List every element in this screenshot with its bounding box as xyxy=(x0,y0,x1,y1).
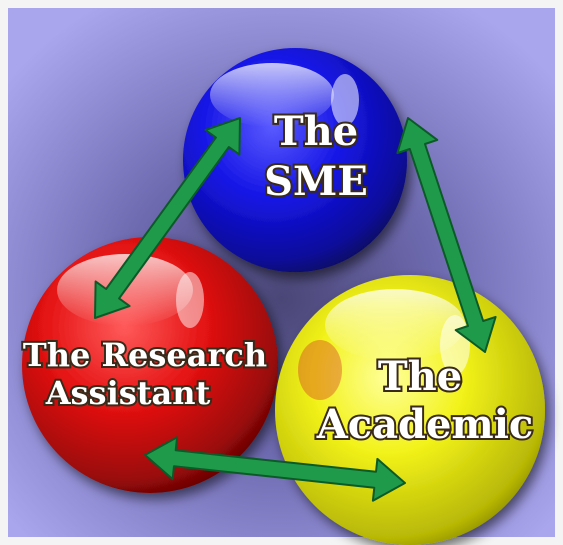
research-assistant-label-line2: Assistant xyxy=(45,374,211,412)
sme-label-line2: SME xyxy=(264,158,368,205)
connection-arrows xyxy=(94,117,497,502)
arrow-sme-to-academic xyxy=(396,117,497,353)
academic-label-line2: Academic xyxy=(316,401,534,448)
sme-label-line1: The xyxy=(274,108,358,155)
arrow-sme-to-research-assistant xyxy=(94,117,241,319)
sme-sphere xyxy=(183,48,407,272)
arrow-research-assistant-to-academic xyxy=(144,436,406,502)
academic-label-line1: The xyxy=(378,353,462,400)
research-assistant-label-line1: The Research xyxy=(23,336,267,374)
